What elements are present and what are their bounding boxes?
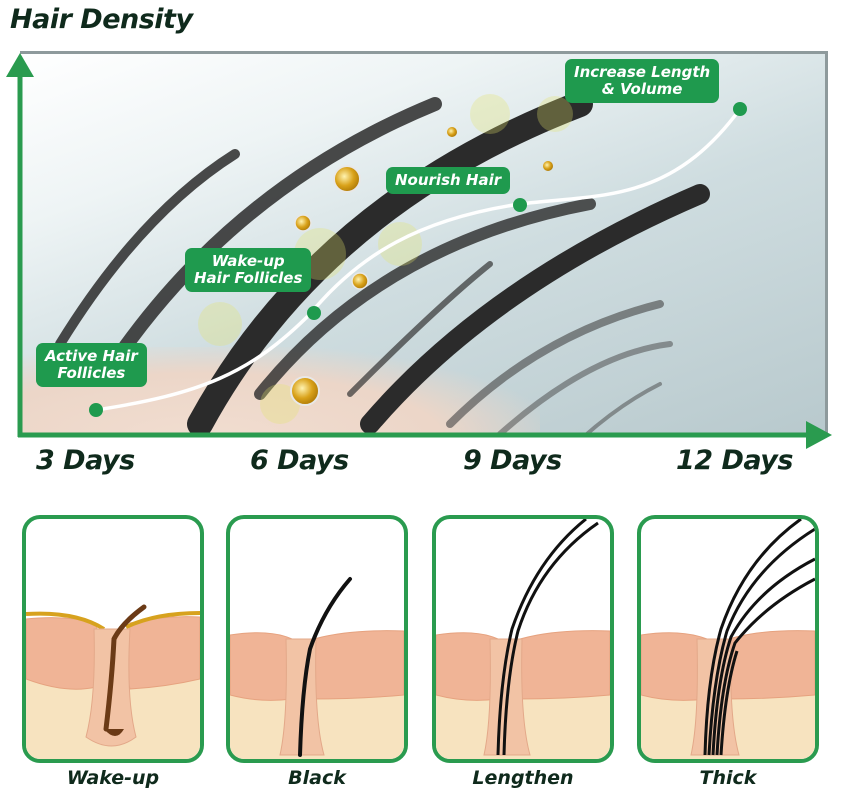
data-point-12-days <box>733 102 747 116</box>
y-axis-arrow-icon <box>6 53 34 77</box>
x-tick-6-days: 6 Days <box>250 445 349 476</box>
stage-card-black <box>226 515 408 763</box>
x-tick-9-days: 9 Days <box>463 445 562 476</box>
hair-density-chart: Active Hair Follicles Wake-up Hair Folli… <box>0 45 842 455</box>
annotation-active-hair-follicles: Active Hair Follicles <box>36 343 147 387</box>
data-point-9-days <box>513 198 527 212</box>
follicle-lengthen-illustration <box>436 519 610 759</box>
annotation-increase-length-volume: Increase Length & Volume <box>565 59 720 103</box>
stage-caption-wake-up: Wake-up <box>66 767 160 789</box>
chart-title: Hair Density <box>10 4 193 35</box>
stage-caption-thick: Thick <box>699 767 757 789</box>
follicle-black-illustration <box>230 577 404 759</box>
data-point-3-days <box>89 403 103 417</box>
stage-card-lengthen <box>432 515 614 763</box>
axes <box>6 53 832 449</box>
hair-strands-illustration <box>55 91 747 437</box>
x-tick-12-days: 12 Days <box>676 445 793 476</box>
x-tick-3-days: 3 Days <box>36 445 135 476</box>
stage-card-thick <box>637 515 819 763</box>
annotation-nourish-hair: Nourish Hair <box>386 167 511 194</box>
stage-caption-black: Black <box>288 767 346 789</box>
stage-caption-lengthen: Lengthen <box>472 767 574 789</box>
annotation-wake-up-hair-follicles: Wake-up Hair Follicles <box>185 248 312 292</box>
data-point-6-days <box>307 306 321 320</box>
x-axis-arrow-icon <box>806 421 832 449</box>
stage-card-wake-up <box>22 515 204 763</box>
plot-area <box>20 51 828 437</box>
follicle-thick-illustration <box>641 519 815 759</box>
follicle-wake-up-illustration <box>26 604 200 759</box>
